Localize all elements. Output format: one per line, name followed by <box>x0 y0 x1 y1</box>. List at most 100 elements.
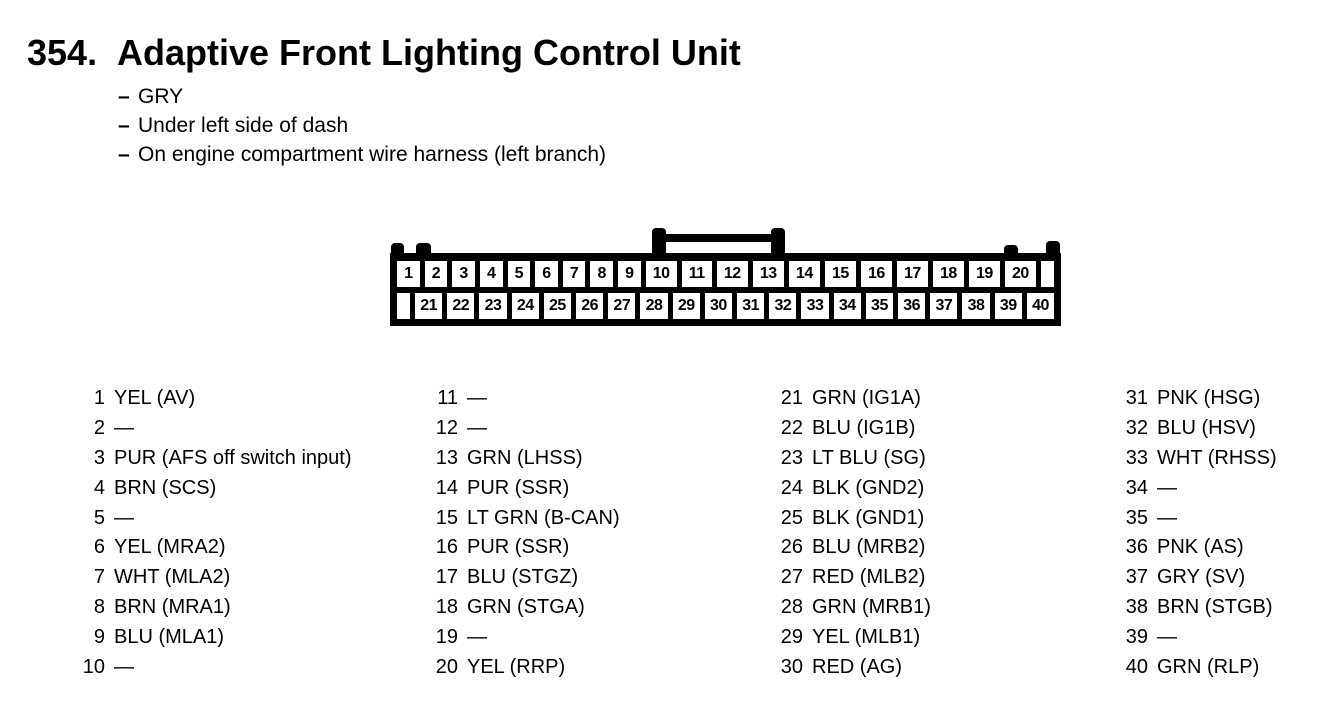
pin-description: WHT (MLA2) <box>114 566 231 589</box>
pin-entry-26: 26 BLU (MRB2) <box>773 533 931 563</box>
pin-number: 2 <box>93 417 105 440</box>
section-number: 354. <box>27 32 98 73</box>
connector-blank-slot <box>397 293 410 319</box>
pin-number: 21 <box>780 387 803 410</box>
connector-pin-34: 34 <box>833 293 861 319</box>
connector-pin-7: 7 <box>562 261 586 287</box>
connector-pin-3: 3 <box>452 261 475 287</box>
pin-description: BRN (STGB) <box>1157 595 1273 618</box>
pin-number: 11 <box>437 387 458 410</box>
pin-entry-34: 34 — <box>1118 473 1277 503</box>
page-title: Adaptive Front Lighting Control Unit <box>117 32 741 73</box>
pin-description: YEL (MLB1) <box>812 625 921 648</box>
pin-entry-2: 2— <box>75 414 351 444</box>
dash-bullet: – <box>118 84 130 108</box>
pin-entry-18: 18 GRN (STGA) <box>428 593 620 623</box>
pin-description: GRN (STGA) <box>467 595 585 618</box>
connector-pin-33: 33 <box>801 293 829 319</box>
pin-description: YEL (MRA2) <box>114 536 226 559</box>
pin-number: 26 <box>780 536 803 559</box>
pin-number: 38 <box>1125 595 1148 618</box>
connector-pin-27: 27 <box>608 293 636 319</box>
connector-pin-36: 36 <box>898 293 926 319</box>
pin-description: YEL (AV) <box>114 387 196 410</box>
connector-pin-10: 10 <box>645 261 677 287</box>
pin-description: — <box>114 417 134 440</box>
pin-description: — <box>114 506 134 529</box>
pin-number: 5 <box>93 506 105 529</box>
pin-number: 6 <box>93 536 105 559</box>
connector-pin-8: 8 <box>590 261 613 287</box>
connector-latch-bar <box>652 234 785 242</box>
pin-number: 35 <box>1125 506 1148 529</box>
pin-description: BLU (IG1B) <box>812 417 916 440</box>
location-notes: –GRY–Under left side of dash–On engine c… <box>118 82 606 169</box>
connector-pin-6: 6 <box>535 261 558 287</box>
pin-description: BRN (MRA1) <box>114 595 231 618</box>
pin-description: GRN (RLP) <box>1157 655 1260 678</box>
pin-description: LT GRN (B-CAN) <box>467 506 620 529</box>
pin-number: 34 <box>1125 476 1148 499</box>
connector-pin-40: 40 <box>1026 293 1055 319</box>
connector-pin-22: 22 <box>447 293 475 319</box>
pin-number: 22 <box>780 417 803 440</box>
connector-pin-13: 13 <box>752 261 784 287</box>
pin-number: 16 <box>435 536 458 559</box>
pin-description: — <box>467 417 487 440</box>
pin-description: — <box>1157 625 1177 648</box>
connector-pin-30: 30 <box>704 293 733 319</box>
pin-number: 30 <box>780 655 803 678</box>
pin-number: 20 <box>435 655 458 678</box>
pin-number: 18 <box>435 595 458 618</box>
pin-number: 7 <box>93 566 105 589</box>
note-line: –GRY <box>118 82 606 111</box>
pin-entry-10: 10— <box>75 652 351 682</box>
pin-number: 9 <box>93 625 105 648</box>
connector-pin-14: 14 <box>788 261 820 287</box>
pin-description: PUR (AFS off switch input) <box>114 446 352 469</box>
pin-number: 10 <box>82 655 105 678</box>
connector-pin-9: 9 <box>618 261 641 287</box>
connector-pin-29: 29 <box>672 293 700 319</box>
pin-number: 40 <box>1125 655 1148 678</box>
pin-number: 13 <box>435 446 458 469</box>
connector-pin-28: 28 <box>640 293 668 319</box>
pin-number: 24 <box>780 476 803 499</box>
pin-description: — <box>1157 476 1177 499</box>
pin-description: GRN (IG1A) <box>812 387 921 410</box>
dash-bullet: – <box>118 113 130 137</box>
pin-number: 28 <box>780 595 803 618</box>
connector-pin-39: 39 <box>994 293 1022 319</box>
pin-description: — <box>467 387 487 410</box>
pin-description: BRN (SCS) <box>114 476 217 499</box>
pin-description: GRN (LHSS) <box>467 446 583 469</box>
pin-entry-39: 39— <box>1118 622 1277 652</box>
pin-description: LT BLU (SG) <box>812 446 926 469</box>
pin-description: BLU (MRB2) <box>812 536 926 559</box>
note-text: On engine compartment wire harness (left… <box>138 142 607 166</box>
pin-entry-38: 38 BRN (STGB) <box>1118 593 1277 623</box>
pin-entry-40: 40 GRN (RLP) <box>1118 652 1277 682</box>
pin-description: PNK (HSG) <box>1157 387 1261 410</box>
pin-entry-12: 12— <box>428 414 620 444</box>
connector-latch-post-right <box>771 228 785 258</box>
